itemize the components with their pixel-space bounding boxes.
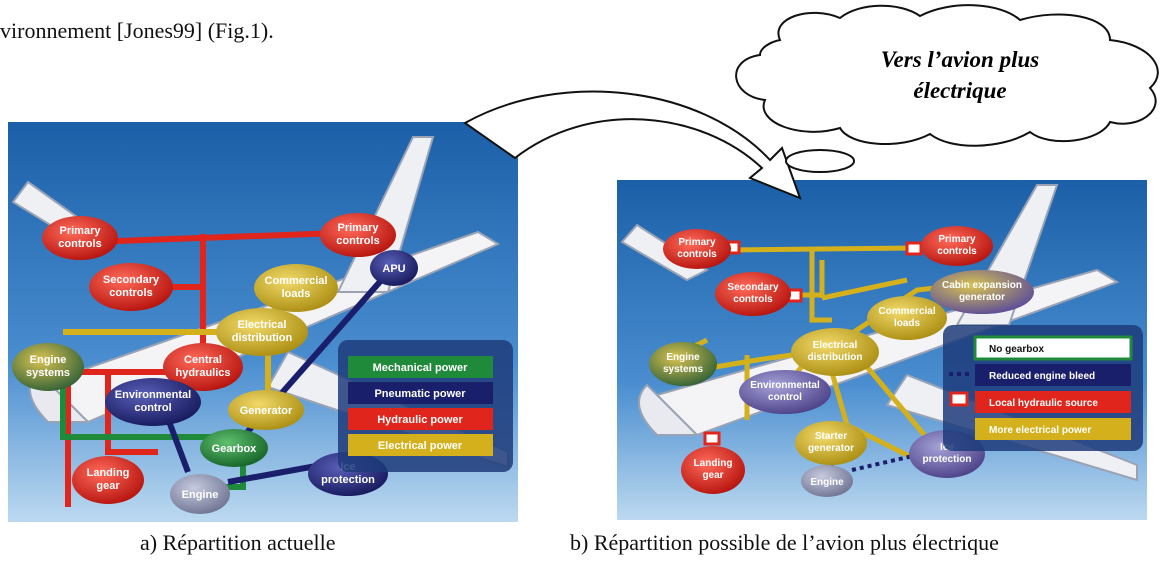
svg-text:hydraulics: hydraulics [175, 367, 230, 379]
node-engine: Engine [170, 474, 230, 514]
node-engine-systems: Engine systems [12, 343, 84, 391]
svg-text:systems: systems [26, 367, 70, 379]
figure-a-current-distribution: Primary controls Primary controls Second… [8, 122, 518, 522]
caption-a: a) Répartition actuelle [140, 530, 336, 555]
svg-text:Engine: Engine [182, 489, 219, 501]
svg-text:Environmental: Environmental [750, 380, 820, 391]
node-gearbox: Gearbox [200, 429, 268, 467]
svg-text:Engine: Engine [666, 352, 700, 363]
node-primary-controls-right: Primary controls [921, 226, 993, 266]
node-engine: Engine [801, 465, 853, 497]
node-cabin-expansion-generator: Cabin expansion generator [930, 270, 1034, 314]
caption-b: b) Répartition possible de l’avion plus … [570, 530, 999, 555]
svg-text:More electrical power: More electrical power [989, 425, 1091, 436]
svg-text:Secondary: Secondary [727, 282, 779, 293]
svg-text:Generator: Generator [240, 405, 293, 417]
node-central-hydraulics: Central hydraulics [163, 343, 243, 391]
node-commercial-loads: Commercial loads [867, 296, 947, 340]
local-hydraulic-markers [703, 240, 923, 446]
node-starter-generator: Starter generator [795, 421, 867, 465]
node-secondary-controls: Secondary controls [715, 272, 791, 316]
svg-text:Reduced engine bleed: Reduced engine bleed [989, 371, 1095, 382]
figure-b-more-electric-distribution: Primary controls Primary controls Second… [617, 180, 1147, 520]
node-secondary-controls: Secondary controls [89, 263, 173, 311]
node-primary-controls-right: Primary controls [320, 213, 396, 257]
svg-text:controls: controls [677, 249, 717, 260]
svg-text:distribution: distribution [808, 352, 863, 363]
legend-figure-a: Mechanical power Pneumatic power Hydraul… [338, 340, 513, 472]
intro-text: vironnement [Jones99] (Fig.1). [0, 18, 274, 43]
svg-text:Local hydraulic source: Local hydraulic source [989, 398, 1098, 409]
svg-text:gear: gear [702, 470, 723, 481]
svg-text:No gearbox: No gearbox [989, 344, 1044, 355]
svg-text:Starter: Starter [815, 431, 847, 442]
svg-text:Mechanical power: Mechanical power [373, 362, 468, 374]
svg-text:generator: generator [959, 292, 1005, 303]
node-electrical-distribution: Electrical distribution [791, 328, 879, 376]
svg-text:Primary: Primary [60, 225, 102, 237]
node-electrical-distribution: Electrical distribution [216, 308, 308, 356]
svg-text:control: control [134, 402, 171, 414]
node-primary-controls-left: Primary controls [663, 229, 731, 269]
svg-text:controls: controls [336, 235, 379, 247]
svg-text:Commercial: Commercial [265, 275, 328, 287]
svg-text:Electrical: Electrical [813, 340, 858, 351]
svg-text:loads: loads [894, 318, 921, 329]
svg-text:protection: protection [321, 474, 375, 486]
svg-text:Electrical power: Electrical power [378, 440, 463, 452]
thought-cloud [735, 4, 1159, 173]
svg-text:Landing: Landing [694, 458, 733, 469]
svg-text:controls: controls [109, 287, 152, 299]
svg-text:control: control [768, 392, 802, 403]
svg-text:Central: Central [184, 354, 222, 366]
svg-text:controls: controls [58, 238, 101, 250]
svg-text:Engine: Engine [30, 354, 67, 366]
node-engine-systems: Engine systems [649, 342, 717, 386]
node-landing-gear: Landing gear [681, 446, 745, 494]
svg-text:APU: APU [382, 263, 405, 275]
svg-text:Landing: Landing [87, 467, 130, 479]
svg-text:Environmental: Environmental [115, 389, 191, 401]
callout-line-1: Vers l’avion plus [881, 47, 1040, 72]
node-landing-gear: Landing gear [72, 456, 144, 504]
svg-text:Commercial: Commercial [878, 306, 935, 317]
svg-text:Cabin expansion: Cabin expansion [942, 280, 1022, 291]
node-environmental-control: Environmental control [105, 378, 201, 426]
node-apu: APU [370, 250, 418, 286]
node-primary-controls-left: Primary controls [42, 216, 118, 260]
svg-text:Pneumatic power: Pneumatic power [374, 388, 466, 400]
svg-text:controls: controls [937, 246, 977, 257]
svg-text:protection: protection [923, 454, 972, 465]
svg-text:Secondary: Secondary [103, 274, 160, 286]
svg-text:Primary: Primary [938, 234, 976, 245]
svg-text:controls: controls [733, 294, 773, 305]
svg-text:systems: systems [663, 364, 703, 375]
node-generator: Generator [228, 390, 304, 430]
svg-text:Primary: Primary [338, 222, 380, 234]
curved-arrow [463, 90, 802, 200]
svg-text:Gearbox: Gearbox [212, 443, 258, 455]
legend-figure-b: No gearbox Reduced engine bleed Local hy… [943, 325, 1143, 451]
node-environmental-control: Environmental control [739, 370, 831, 414]
svg-text:Primary: Primary [678, 237, 716, 248]
svg-text:generator: generator [808, 443, 854, 454]
node-commercial-loads: Commercial loads [254, 264, 338, 312]
svg-text:Hydraulic power: Hydraulic power [377, 414, 463, 426]
svg-text:Engine: Engine [810, 477, 844, 488]
svg-text:gear: gear [96, 480, 120, 492]
svg-text:Electrical: Electrical [238, 319, 287, 331]
callout-line-2: électrique [913, 78, 1006, 103]
svg-text:loads: loads [282, 288, 311, 300]
svg-text:distribution: distribution [232, 332, 293, 344]
